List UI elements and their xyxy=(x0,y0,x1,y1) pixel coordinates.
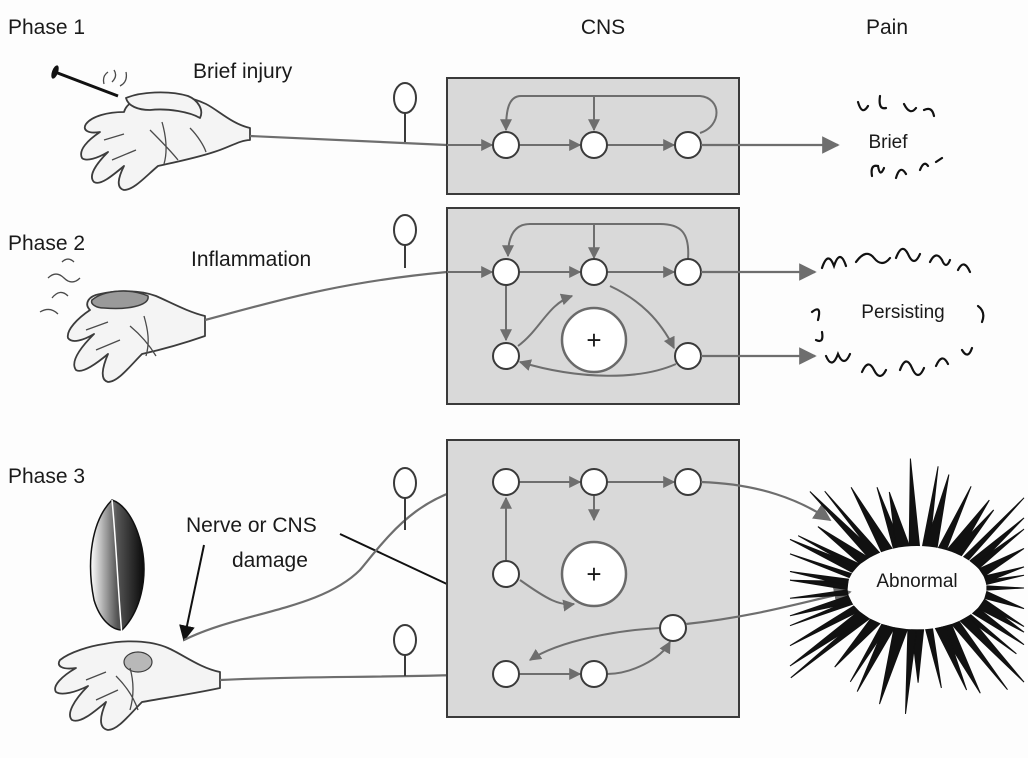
neuron-node xyxy=(675,132,701,158)
starburst-spike xyxy=(987,586,1024,590)
neuron-node xyxy=(493,661,519,687)
amplify-symbol: + xyxy=(586,559,601,589)
neuron-node xyxy=(493,561,519,587)
phase-3-caption-line-2: damage xyxy=(232,549,308,572)
phase-3-pain-label: Abnormal xyxy=(876,571,957,592)
starburst-spike xyxy=(926,629,942,688)
neuron-node xyxy=(493,259,519,285)
neuron-node xyxy=(493,469,519,495)
phase-1-recording-probe xyxy=(394,83,416,142)
phase-2-row: Phase 2 Inflammation xyxy=(8,208,983,404)
starburst-spike xyxy=(790,590,848,598)
neuron-node xyxy=(675,259,701,285)
neuron-node xyxy=(660,615,686,641)
neuron-node xyxy=(581,132,607,158)
phase-2-caption: Inflammation xyxy=(191,248,311,271)
header-cns: CNS xyxy=(581,16,625,39)
phase-2-afferent-fiber xyxy=(205,272,447,320)
phase-3-caption-line-1: Nerve or CNS xyxy=(186,514,317,537)
neuron-node xyxy=(493,132,519,158)
phase-3-recording-probe-lower xyxy=(394,625,416,676)
nail-icon xyxy=(50,64,127,96)
neuron-node xyxy=(581,661,607,687)
phase-1-pain-label: Brief xyxy=(868,132,908,153)
starburst-spike xyxy=(909,459,919,547)
phase-2-recording-probe xyxy=(394,215,416,268)
phase-2-label: Phase 2 xyxy=(8,232,85,255)
phase-3-row: Phase 3 Nerve or CNS damage xyxy=(8,440,1024,730)
damaged-nerve-feather-icon xyxy=(91,500,144,636)
neuron-node xyxy=(675,469,701,495)
phase-3-label: Phase 3 xyxy=(8,465,85,488)
nerve-damage-pointer xyxy=(184,545,204,640)
phase-3-recording-probe-upper xyxy=(394,468,416,530)
neuron-node xyxy=(581,259,607,285)
header-pain: Pain xyxy=(866,16,908,39)
starburst-spike xyxy=(906,630,917,714)
phase-1-label: Phase 1 xyxy=(8,16,85,39)
cns-damage-pointer xyxy=(340,534,464,592)
phase-1-row: Phase 1 Brief injury xyxy=(8,16,942,194)
amplify-symbol: + xyxy=(586,325,601,355)
neuron-node xyxy=(581,469,607,495)
neuron-node xyxy=(493,343,519,369)
injured-hand-illustration-1 xyxy=(81,92,250,190)
phase-1-afferent-fiber xyxy=(250,136,447,145)
neuron-node xyxy=(675,343,701,369)
phase-1-caption: Brief injury xyxy=(193,60,293,83)
phase-2-pain-label: Persisting xyxy=(861,302,944,323)
inflamed-hand-illustration-2 xyxy=(68,291,205,382)
damaged-hand-illustration-3 xyxy=(55,641,220,730)
inflammation-marks xyxy=(40,259,80,314)
